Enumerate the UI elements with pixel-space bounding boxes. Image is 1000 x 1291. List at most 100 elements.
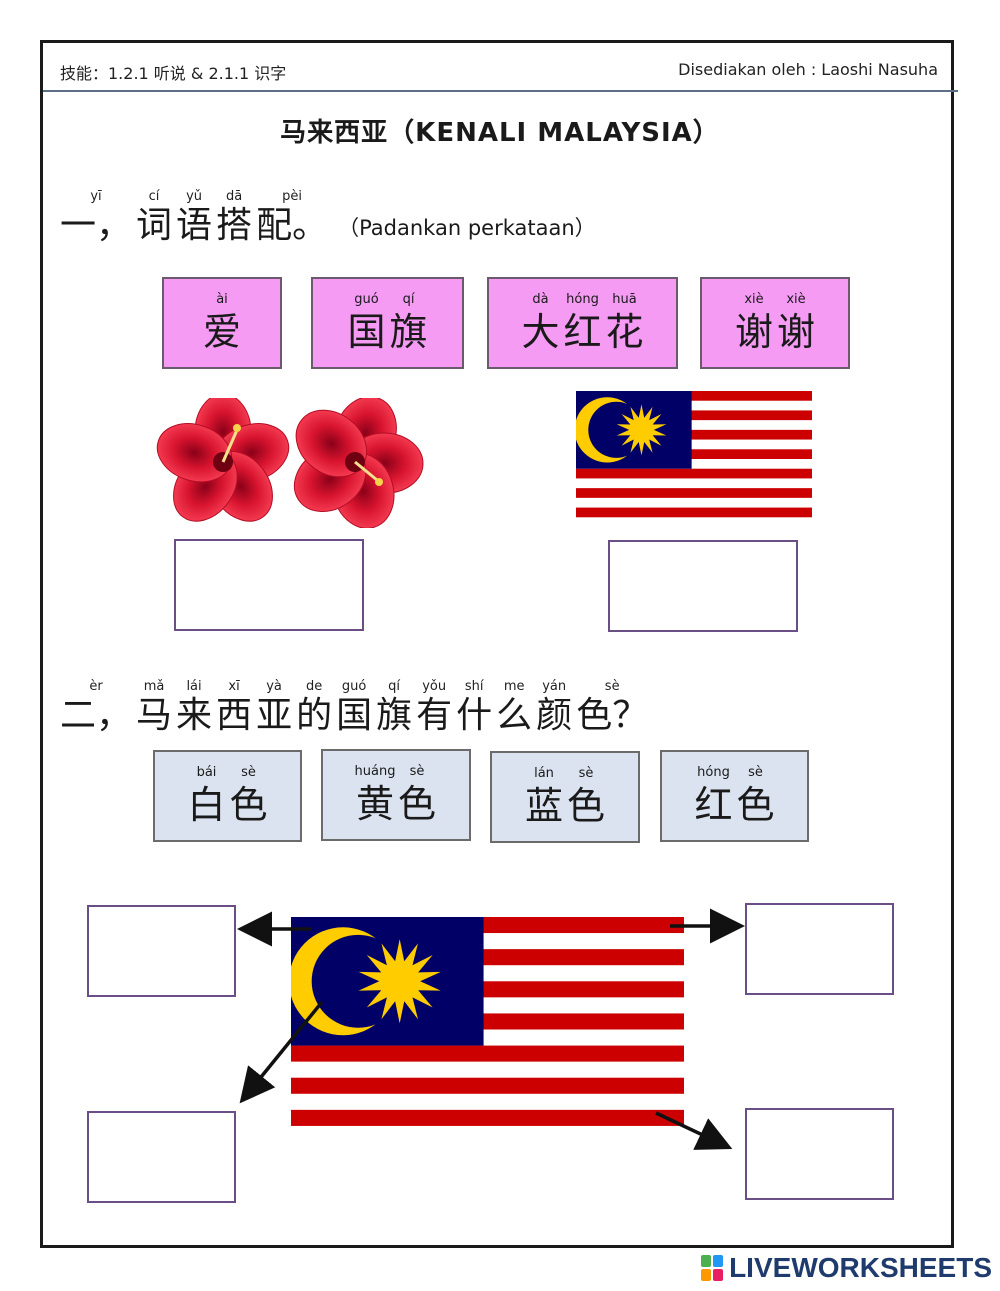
answer-box-top-left[interactable] bbox=[87, 905, 236, 997]
brand-blocks-icon bbox=[701, 1255, 724, 1281]
flag-stripe bbox=[291, 1093, 684, 1111]
pinyin: huáng bbox=[354, 764, 396, 779]
answer-box-bottom-right[interactable] bbox=[745, 1108, 894, 1200]
flag-stripe bbox=[576, 497, 812, 508]
pinyin: yán bbox=[542, 679, 567, 694]
card-pinyin: ài bbox=[201, 292, 243, 310]
flag-stripe bbox=[291, 1125, 684, 1142]
hanzi: 二， bbox=[60, 695, 133, 736]
flag-stripe bbox=[291, 1045, 684, 1062]
flag-stripe bbox=[576, 507, 812, 518]
card-hanzi: 大红花 bbox=[520, 310, 646, 354]
pinyin: ài bbox=[216, 292, 228, 307]
page-title: 马来西亚（KENALI MALAYSIA） bbox=[280, 118, 720, 148]
pinyin: sè bbox=[409, 764, 425, 779]
flag-stripe bbox=[576, 429, 812, 440]
card-hanzi: 爱 bbox=[201, 310, 243, 354]
flag-stripe bbox=[576, 488, 812, 499]
flag-stripe bbox=[576, 517, 812, 527]
card-hanzi: 国旗 bbox=[346, 310, 430, 354]
pinyin: yǒu bbox=[422, 679, 447, 694]
card-hanzi: 谢谢 bbox=[733, 310, 817, 354]
hanzi: 红 bbox=[563, 310, 602, 354]
pinyin: mǎ bbox=[143, 679, 165, 694]
pinyin: yī bbox=[90, 189, 102, 204]
arrows-layer bbox=[237, 908, 745, 1150]
word-card-ai[interactable]: ài 爱 bbox=[162, 277, 282, 369]
pinyin: dā bbox=[225, 189, 243, 204]
card-hanzi: 白色 bbox=[186, 783, 270, 827]
hanzi: 旗 bbox=[376, 695, 413, 736]
hanzi: 么 bbox=[496, 695, 533, 736]
brand-name: LIVEWORKSHEETS bbox=[729, 1252, 992, 1283]
flag-stripe bbox=[576, 478, 812, 489]
hanzi: 什 bbox=[456, 695, 493, 736]
hanzi: 谢 bbox=[776, 310, 815, 354]
flag-stripe bbox=[576, 449, 812, 460]
pinyin: lán bbox=[534, 766, 554, 781]
hanzi: 谢 bbox=[734, 310, 773, 354]
hanzi: 色 bbox=[736, 783, 775, 827]
flag-stripe bbox=[576, 459, 812, 470]
pinyin: sè bbox=[604, 679, 620, 694]
hanzi: 花 bbox=[605, 310, 644, 354]
hanzi: 黄 bbox=[355, 782, 394, 826]
hanzi: 亚 bbox=[256, 695, 293, 736]
answer-box-flag[interactable] bbox=[608, 540, 798, 632]
hanzi: 搭 bbox=[216, 205, 253, 246]
star-icon bbox=[358, 939, 441, 1024]
pinyin: qí bbox=[388, 679, 401, 694]
pinyin: xī bbox=[228, 679, 240, 694]
skills-label: 技能：1.2.1 听说 & 2.1.1 识字 bbox=[60, 64, 287, 83]
hanzi: 西 bbox=[216, 695, 253, 736]
pinyin: qí bbox=[402, 292, 415, 307]
pinyin: hóng bbox=[566, 292, 599, 307]
pinyin: xiè bbox=[786, 292, 806, 307]
arrow-icon bbox=[655, 1111, 733, 1150]
answer-box-bottom-left[interactable] bbox=[87, 1111, 236, 1203]
hanzi: 大 bbox=[521, 310, 560, 354]
flag-stripe bbox=[291, 1109, 684, 1127]
flag-stripe bbox=[291, 1061, 684, 1079]
flag-stripe bbox=[576, 410, 812, 421]
star-icon bbox=[616, 404, 667, 456]
answer-box-top-right[interactable] bbox=[745, 903, 894, 995]
pinyin: yà bbox=[266, 679, 282, 694]
hanzi: 的 bbox=[296, 695, 333, 736]
flag-stripe bbox=[576, 400, 812, 411]
flag-stripe bbox=[576, 439, 812, 450]
card-hanzi: 黄色 bbox=[354, 782, 438, 826]
answer-box-flower[interactable] bbox=[174, 539, 364, 631]
hanzi: 国 bbox=[336, 695, 373, 736]
hanzi: 配。 bbox=[256, 205, 329, 246]
arrow-icon bbox=[239, 1000, 324, 1104]
flag-stripe bbox=[576, 420, 812, 431]
card-hanzi: 红色 bbox=[693, 783, 777, 827]
hanzi: 色 bbox=[229, 783, 268, 827]
pinyin: huā bbox=[612, 292, 637, 307]
